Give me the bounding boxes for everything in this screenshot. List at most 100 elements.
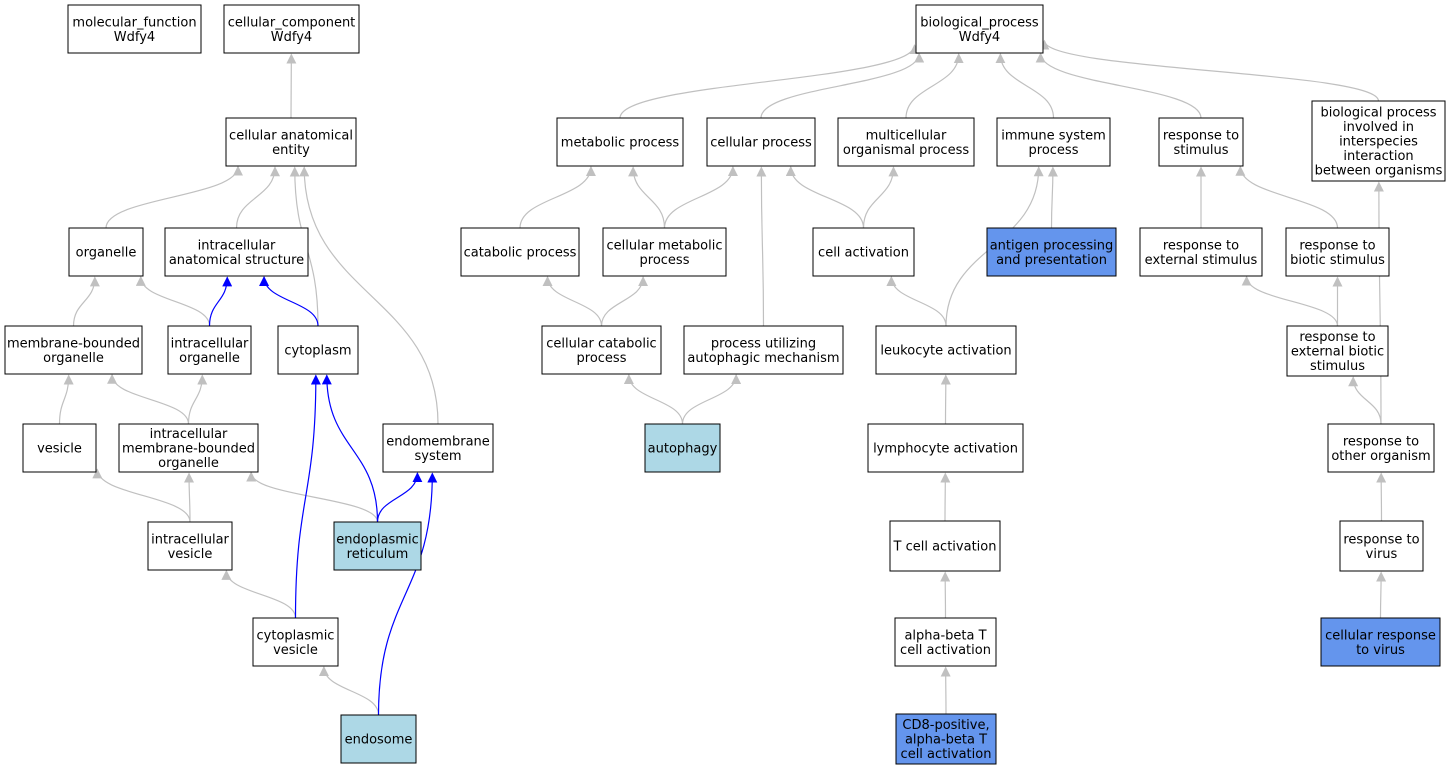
edge xyxy=(107,373,190,425)
edge xyxy=(135,275,211,327)
node-label-line: autophagy xyxy=(648,442,718,457)
edge xyxy=(235,166,280,229)
node-label-line: lymphocyte activation xyxy=(873,442,1018,457)
edge xyxy=(756,166,767,327)
node-label-line: response to xyxy=(1299,238,1375,253)
node-box xyxy=(67,4,202,54)
node-box xyxy=(164,227,309,277)
node-label-line: process xyxy=(1029,143,1079,158)
edge-cellact-to-mop xyxy=(862,166,899,229)
edge-bpii-to-bp xyxy=(1039,39,1380,102)
node-box xyxy=(118,423,259,473)
node-label-line: endosome xyxy=(345,733,413,748)
edge xyxy=(187,374,208,425)
node-box xyxy=(277,325,359,375)
node-box xyxy=(889,520,1001,572)
edge xyxy=(1235,165,1339,229)
node-box xyxy=(460,227,580,277)
edge xyxy=(246,471,379,523)
node-box xyxy=(706,117,816,167)
node-label-line: T cell activation xyxy=(893,540,997,555)
node-label-line: cell activation xyxy=(901,747,992,762)
edge-cv-to-iv xyxy=(221,569,297,619)
node-box xyxy=(1327,423,1435,473)
edge xyxy=(542,276,603,327)
edge-vesicle-to-mbo xyxy=(58,374,74,425)
node-label-line: biological_process xyxy=(920,15,1039,30)
node-cellproc: cellular process xyxy=(706,117,816,167)
node-label-line: reticulum xyxy=(347,547,409,562)
node-label-line: cellular response xyxy=(1325,628,1436,643)
node-label-line: cytoplasm xyxy=(284,344,351,359)
node-label-line: external biotic xyxy=(1291,345,1384,360)
edge-rts-to-bp xyxy=(1035,52,1202,119)
node-label-line: vesicle xyxy=(273,643,318,658)
node-label-line: Wdfy4 xyxy=(271,30,312,45)
node-label-line: leukocyte activation xyxy=(880,344,1011,359)
edge xyxy=(1348,376,1382,425)
node-box xyxy=(986,227,1117,277)
node-lymph: lymphocyte activation xyxy=(867,423,1024,473)
node-label-line: system xyxy=(415,449,462,464)
node-box xyxy=(812,227,915,277)
node-label-line: between organisms xyxy=(1315,164,1443,179)
edge-leuk-to-cellact xyxy=(886,276,947,327)
edge-ccp-to-catab xyxy=(542,276,603,327)
node-box xyxy=(1286,325,1389,377)
node-label-line: alpha-beta T xyxy=(905,733,987,748)
node-box xyxy=(223,4,360,54)
node-leuk: leukocyte activation xyxy=(875,325,1017,375)
edge-ems-to-cae xyxy=(299,166,439,425)
edge-mop-to-bp xyxy=(905,53,964,119)
edge xyxy=(862,166,899,229)
node-label-line: molecular_function xyxy=(72,15,196,30)
node-box xyxy=(147,521,233,571)
node-label-line: external stimulus xyxy=(1145,253,1258,268)
node-catab: catabolic process xyxy=(460,227,580,277)
node-box xyxy=(22,423,97,473)
node-label-line: metabolic process xyxy=(561,136,680,151)
node-label-line: stimulus xyxy=(1310,359,1365,374)
edge xyxy=(760,52,925,119)
node-label-line: cellular_component xyxy=(228,15,356,30)
node-label-line: intracellular xyxy=(150,427,228,442)
node-label-line: Wdfy4 xyxy=(959,30,1000,45)
node-box xyxy=(556,117,684,167)
edge xyxy=(318,665,380,716)
edge-autophagy-to-pam xyxy=(681,374,742,425)
edge-cmp-to-cellproc xyxy=(663,165,738,229)
edge xyxy=(1039,39,1380,102)
edge xyxy=(221,569,297,619)
node-box xyxy=(333,521,422,571)
node-label-line: organelle xyxy=(43,351,104,366)
node-label-line: cell activation xyxy=(900,643,991,658)
node-label-line: intracellular xyxy=(151,532,229,547)
edge xyxy=(1241,275,1339,327)
edge-ccp-to-cmp xyxy=(600,276,649,327)
edge-pam-to-cellproc xyxy=(756,166,767,327)
edge-rbs-to-rts xyxy=(1235,165,1339,229)
node-endosome: endosome xyxy=(340,714,417,764)
edge xyxy=(905,53,964,119)
node-label-line: interspecies xyxy=(1339,135,1418,150)
edge-isp-to-bp xyxy=(995,53,1055,119)
edge xyxy=(1047,166,1058,229)
node-label-line: response to xyxy=(1343,532,1419,547)
node-box xyxy=(252,617,339,667)
edge xyxy=(294,374,321,619)
node-box xyxy=(167,325,252,375)
node-box xyxy=(4,325,143,375)
node-box xyxy=(382,423,494,473)
